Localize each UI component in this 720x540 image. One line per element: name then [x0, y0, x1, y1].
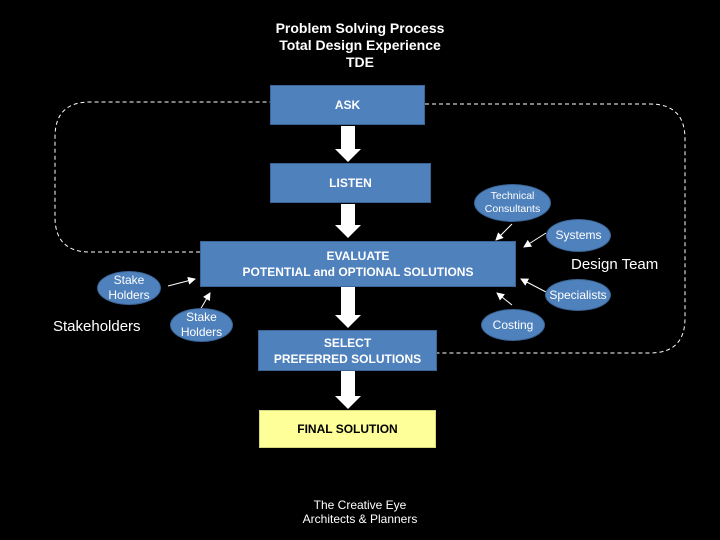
specialists-label: Specialists	[549, 287, 607, 302]
costing-label: Costing	[492, 317, 534, 332]
step-ask-label: ASK	[334, 98, 361, 112]
arrow-specialists	[520, 278, 547, 293]
step-evaluate-line-2: POTENTIAL and OPTIONAL SOLUTIONS	[242, 265, 474, 279]
stakeholder-oval-2: Stake Holders	[170, 308, 233, 342]
arrow-stakeholders-1	[167, 276, 196, 287]
right-feedback-loop	[425, 103, 686, 354]
design-team-group-label: Design Team	[571, 256, 659, 273]
step-listen: LISTEN	[270, 163, 431, 203]
arrow-stakeholders-2	[199, 292, 211, 311]
technical-consultants-line-1: Technical	[490, 190, 535, 202]
step-ask: ASK	[270, 85, 425, 125]
arrow-technical	[495, 223, 513, 241]
step-final-solution-label: FINAL SOLUTION	[297, 422, 398, 436]
specialists-oval: Specialists	[545, 279, 611, 311]
costing-oval: Costing	[481, 309, 545, 341]
arrow-systems	[523, 232, 547, 248]
stakeholder-oval-1-line-2: Holders	[108, 288, 150, 302]
title-line-3: TDE	[346, 54, 374, 70]
systems-label: Systems	[555, 228, 602, 242]
title-line-1: Problem Solving Process	[275, 20, 445, 36]
footer-line-1: The Creative Eye	[313, 498, 407, 512]
left-feedback-loop	[54, 101, 270, 253]
step-final-solution: FINAL SOLUTION	[259, 410, 436, 448]
stakeholder-oval-2-line-2: Holders	[180, 325, 223, 339]
arrow-costing	[496, 292, 513, 306]
step-listen-label: LISTEN	[329, 176, 372, 190]
stakeholders-group-label: Stakeholders	[53, 318, 141, 335]
systems-oval: Systems	[546, 219, 611, 252]
step-select-line-2: PREFERRED SOLUTIONS	[273, 351, 422, 366]
stakeholder-oval-2-line-1: Stake	[186, 310, 217, 324]
arrow-evaluate-to-select	[335, 287, 361, 328]
step-select-line-1: SELECT	[323, 335, 372, 350]
step-evaluate-line-1: EVALUATE	[326, 249, 390, 263]
technical-consultants-line-2: Consultants	[484, 203, 541, 215]
title-line-2: Total Design Experience	[279, 37, 441, 53]
footer-credit: The Creative Eye Architects & Planners	[0, 498, 720, 526]
arrow-select-to-final	[335, 371, 361, 409]
arrow-ask-to-listen	[335, 126, 361, 162]
technical-consultants-oval: Technical Consultants	[474, 184, 551, 222]
stakeholder-oval-1-line-1: Stake	[113, 273, 145, 287]
footer-line-2: Architects & Planners	[302, 512, 418, 526]
step-evaluate: EVALUATE POTENTIAL and OPTIONAL SOLUTION…	[200, 241, 516, 287]
diagram-title: Problem Solving Process Total Design Exp…	[0, 20, 720, 71]
arrow-listen-to-evaluate	[335, 204, 361, 238]
stakeholder-oval-1: Stake Holders	[97, 271, 161, 305]
step-select: SELECT PREFERRED SOLUTIONS	[258, 330, 437, 371]
